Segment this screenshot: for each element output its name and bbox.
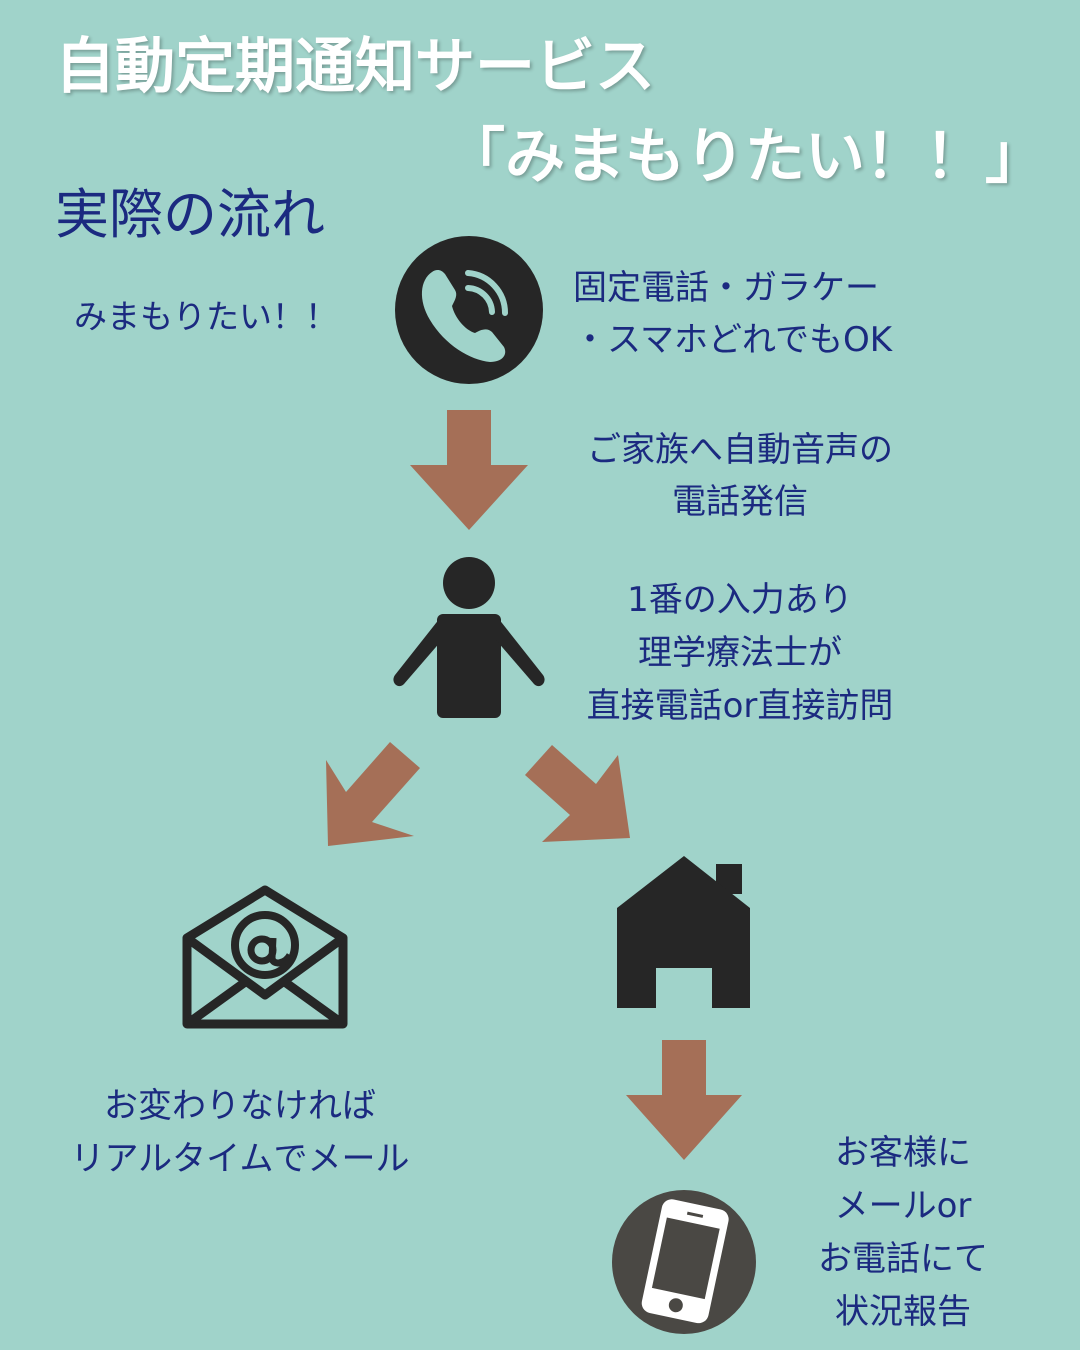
- report-line: お電話にて: [818, 1239, 988, 1279]
- report-line: メールor: [834, 1186, 972, 1226]
- response-line: 1番の入力あり: [627, 580, 853, 620]
- phone-call-icon: [395, 236, 543, 384]
- service-name: みまもりたい！！: [74, 297, 338, 336]
- no-change-line: リアルタイムでメール: [70, 1139, 410, 1179]
- arrow-down-left-icon: [326, 742, 420, 846]
- auto-call-line: 電話発信: [672, 482, 808, 522]
- report-line: お客様に: [835, 1133, 971, 1173]
- auto-call-text: ご家族へ自動音声の 電話発信: [560, 424, 920, 528]
- report-line: 状況報告: [835, 1292, 971, 1332]
- phone-types-text: 固定電話・ガラケー ・スマホどれでもOK: [573, 262, 892, 366]
- phone-types-line: ・スマホどれでもOK: [573, 320, 893, 360]
- person-icon: [393, 557, 545, 718]
- smartphone-icon: [612, 1190, 756, 1334]
- response-line: 理学療法士が: [638, 633, 842, 673]
- arrow-down-icon: [410, 410, 528, 530]
- no-change-text: お変わりなければ リアルタイムでメール: [40, 1080, 440, 1186]
- response-line: 直接電話or直接訪問: [586, 686, 894, 726]
- auto-call-line: ご家族へ自動音声の: [587, 430, 893, 470]
- report-text: お客様に メールor お電話にて 状況報告: [780, 1127, 1026, 1339]
- email-envelope-icon: [182, 885, 348, 1029]
- response-text: 1番の入力あり 理学療法士が 直接電話or直接訪問: [560, 574, 920, 733]
- house-icon: [617, 856, 750, 1008]
- phone-types-line: 固定電話・ガラケー: [573, 268, 879, 308]
- arrow-down-right-icon: [525, 745, 630, 842]
- no-change-line: お変わりなければ: [104, 1086, 376, 1126]
- subtitle: 実際の流れ: [55, 183, 325, 246]
- arrow-down-icon: [626, 1040, 742, 1160]
- title-line2: 「みまもりたい！！」: [445, 122, 1045, 192]
- title-line1: 自動定期通知サービス: [55, 32, 655, 102]
